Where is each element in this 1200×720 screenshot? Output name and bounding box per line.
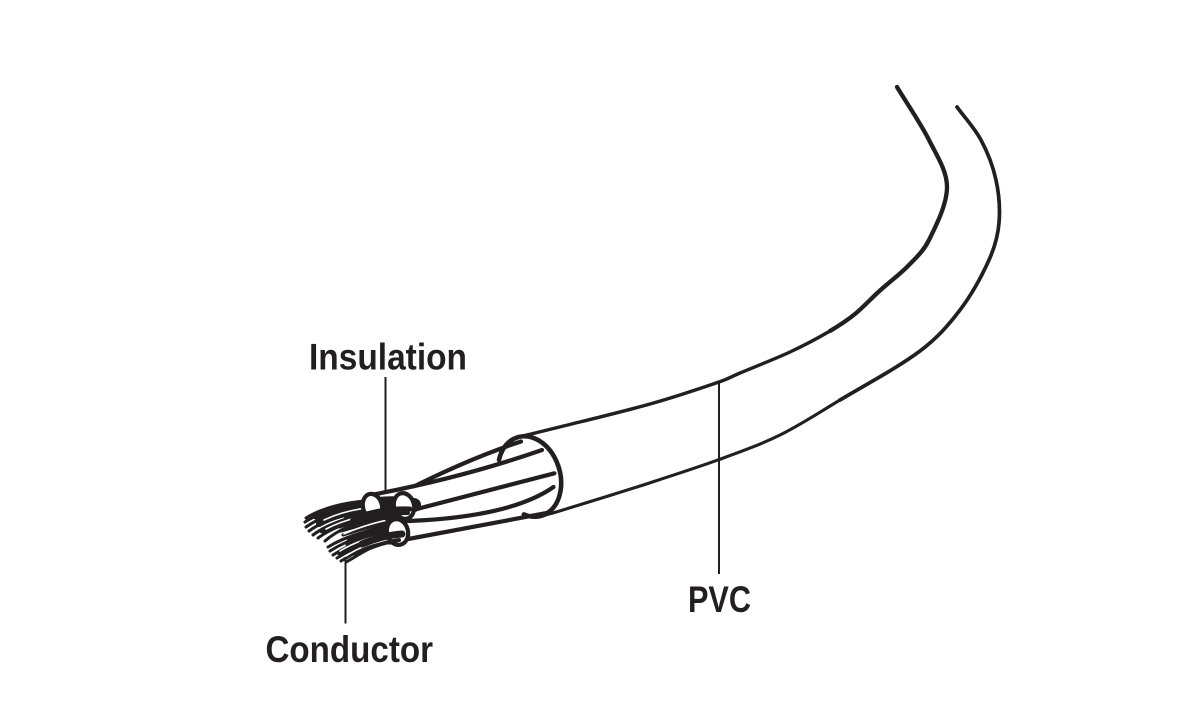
svg-text:PVC: PVC <box>688 579 751 620</box>
svg-text:Insulation: Insulation <box>309 337 467 378</box>
svg-text:Conductor: Conductor <box>266 629 434 670</box>
